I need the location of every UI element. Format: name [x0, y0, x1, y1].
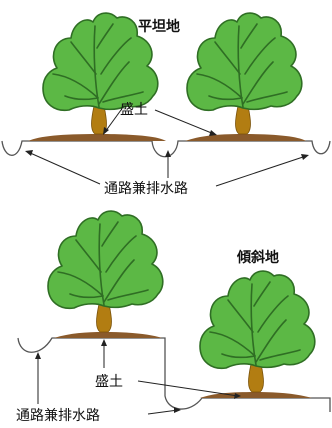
flat-ground-line [1, 140, 331, 158]
slope-channel-pointers [35, 352, 181, 415]
slope-section-title: 傾斜地 [236, 249, 279, 266]
flat-section: 平坦地 盛土 通路兼排水路 [1, 12, 331, 197]
slope-channel-label: 通路兼排水路 [16, 408, 100, 424]
slope-mound-pointers [101, 339, 241, 399]
slope-ground-line [17, 337, 331, 412]
slope-section: 傾斜地 盛土 通路兼排水路 [16, 210, 331, 424]
flat-mound-left [28, 134, 166, 141]
flat-mound-pointers [103, 109, 217, 136]
slope-mound-lower [200, 392, 312, 398]
flat-channel-pointers [25, 150, 309, 187]
slope-mound-upper [54, 332, 162, 338]
slope-plant-lower [199, 270, 316, 393]
flat-mound-label: 盛土 [120, 102, 148, 118]
flat-channel-label: 通路兼排水路 [104, 181, 188, 197]
slope-plant-upper [47, 210, 164, 333]
flat-section-title: 平坦地 [138, 18, 180, 35]
slope-mound-label: 盛土 [95, 374, 123, 390]
flat-plant-right [186, 12, 303, 135]
flat-mound-right [185, 134, 306, 141]
